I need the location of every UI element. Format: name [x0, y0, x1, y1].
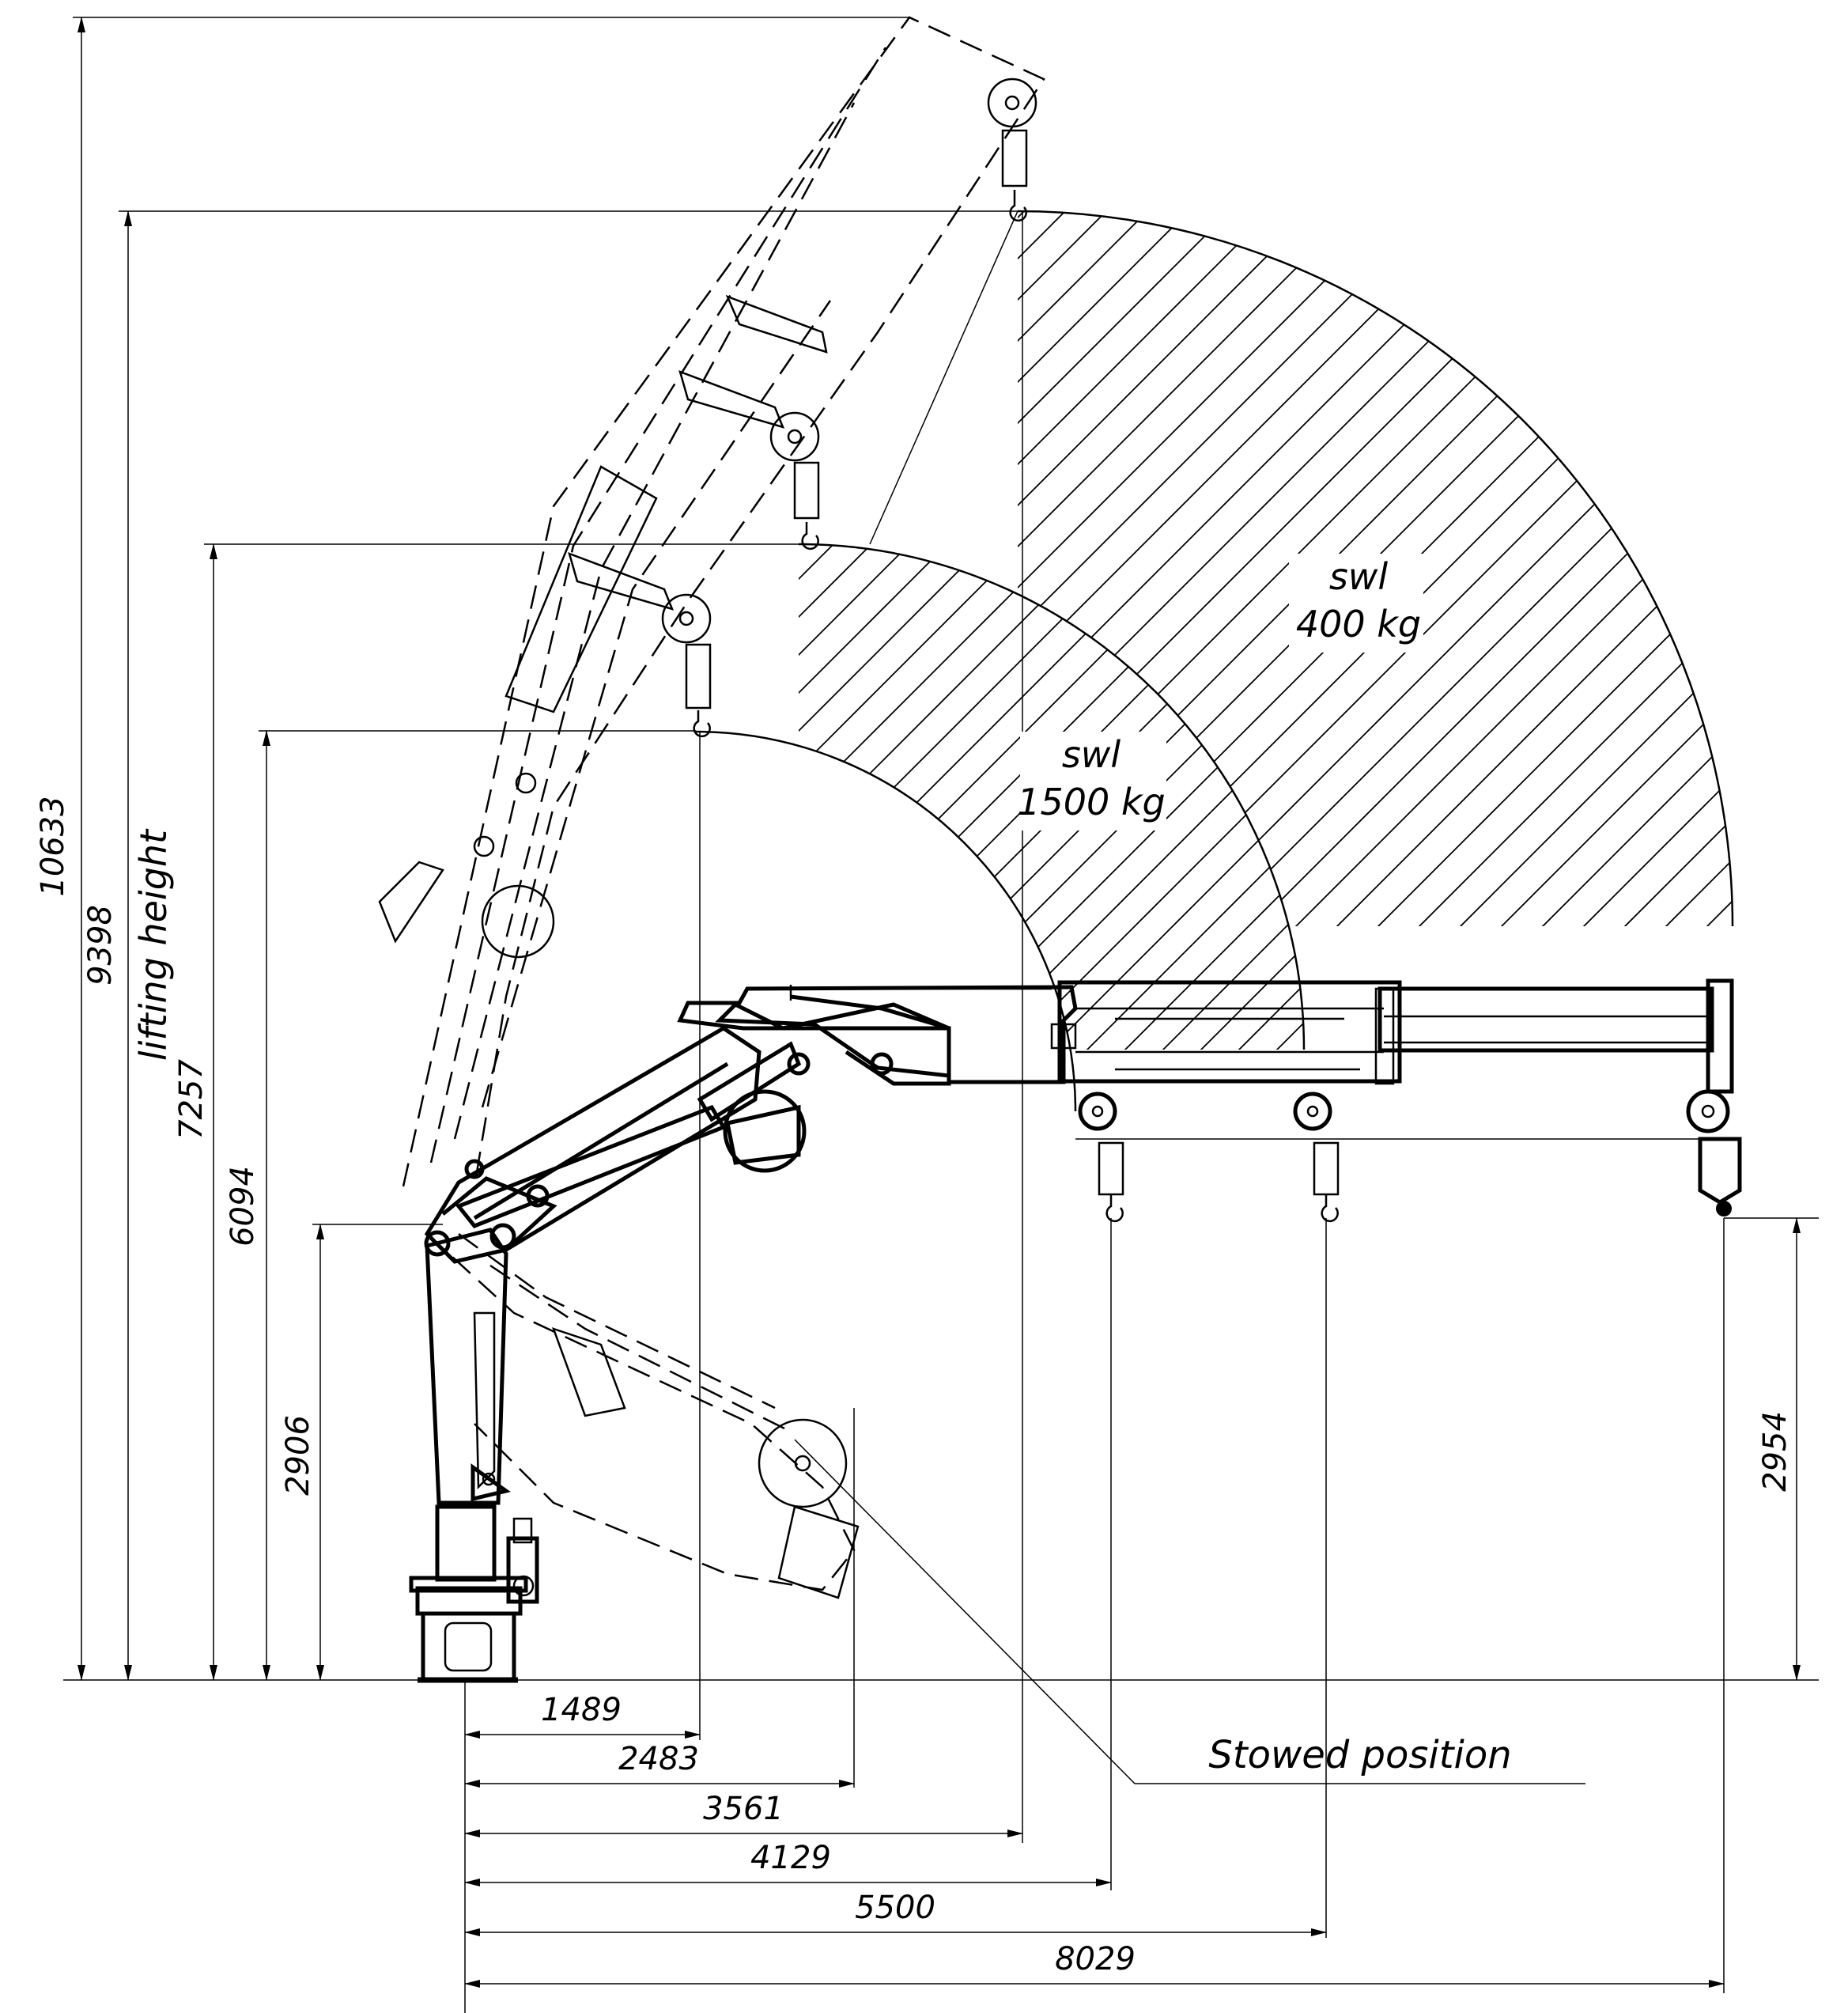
hatch-line [799, 544, 1016, 1050]
dim-6094: 6094 [225, 1166, 261, 1247]
hatch-line [799, 544, 1092, 1050]
hatch-line [1527, 211, 1733, 926]
hatch-line [1018, 211, 1244, 926]
hatch-line [1362, 211, 1733, 926]
horizontal-dimensions [464, 1731, 1725, 1988]
swl-inner-title: swl [1062, 733, 1121, 776]
crane-main [409, 978, 1742, 1683]
hatch-line [1018, 211, 1367, 926]
working-range [0, 198, 1848, 1147]
hatch-line [1018, 211, 1408, 926]
dim-9398: 9398 [82, 905, 119, 986]
stowed-position-callout: Stowed position [794, 1439, 1585, 1784]
hatch-line [1018, 211, 1203, 926]
raised-hook-top [987, 78, 1037, 222]
hatch-line [1280, 211, 1733, 926]
hatch-line [103, 514, 712, 1123]
hatch-line [799, 544, 902, 1050]
hatch-line [799, 544, 1054, 1050]
hatch-line [1774, 198, 1848, 1147]
hatch-line [1034, 211, 1733, 926]
hatch-line [1733, 198, 1848, 1147]
hatch-line [1691, 211, 1733, 926]
slewing-motor [506, 1517, 539, 1604]
crane-raised-position [378, 16, 1045, 1187]
crane-stowed-position [426, 1232, 860, 1599]
tip-hook [1686, 1089, 1742, 1217]
stowed-position-label: Stowed position [1208, 1733, 1511, 1777]
hatch-line [1486, 211, 1733, 926]
swl-inner-value: 1500 kg [1017, 781, 1166, 823]
dim-7257: 7257 [173, 1059, 210, 1140]
hatch-line [1018, 211, 1733, 926]
dim-5500: 5500 [855, 1890, 935, 1926]
hatch-line [1013, 544, 1304, 1050]
vertical-dimensions [77, 17, 1801, 1681]
main-cylinder [455, 1041, 807, 1229]
core-zone-mask [696, 732, 1075, 1111]
raised-hook-low [661, 593, 712, 738]
hatch-line [1157, 211, 1733, 926]
crane-column [425, 1228, 511, 1505]
hatch-line [1018, 211, 1491, 926]
dim-2954: 2954 [1757, 1411, 1793, 1492]
swl-outer-title: swl [1329, 555, 1389, 598]
dimension-labels: 10633 9398 lifting height 7257 6094 2906… [35, 796, 1793, 1977]
dim-3561: 3561 [703, 1791, 784, 1827]
hatch-line [1075, 211, 1733, 926]
hatch-line [1089, 544, 1304, 1050]
hatch-line [799, 544, 940, 1050]
dim-4129: 4129 [750, 1840, 831, 1876]
raised-hook-mid [769, 411, 820, 551]
swl-outer-value: 400 kg [1296, 603, 1421, 645]
hatch-line [1018, 211, 1733, 926]
hook-5500 [1078, 1092, 1124, 1223]
hatch-line [1445, 211, 1733, 926]
hatch-line [1127, 544, 1304, 1050]
hatch-line [1239, 211, 1733, 926]
dim-10633: 10633 [35, 796, 71, 896]
hatch-line [1165, 544, 1304, 1050]
dim-8029: 8029 [1055, 1941, 1136, 1977]
dim-2906: 2906 [280, 1415, 316, 1496]
dim-1489: 1489 [541, 1692, 622, 1728]
inner-boom [424, 1026, 761, 1264]
swl-labels: swl 400 kg swl 1500 kg [1017, 554, 1423, 831]
hatch-line [0, 198, 791, 1147]
hatch-line [1404, 211, 1733, 926]
hatch-line [1609, 211, 1733, 926]
telescopic-boom [677, 978, 1734, 1094]
hatch-line [1051, 544, 1304, 1050]
outer-arc [1017, 210, 1734, 927]
hatch-line [799, 544, 978, 1050]
hook-8029 [1293, 1092, 1340, 1223]
hatch-line [1116, 211, 1733, 926]
hatch-line [1018, 211, 1326, 926]
lifting-height-label: lifting height [132, 828, 175, 1061]
middle-arc [798, 543, 1306, 1050]
dim-2483: 2483 [618, 1741, 699, 1777]
hatch-line [1650, 211, 1733, 926]
hatch-line [1018, 211, 1285, 926]
hatch-line [1018, 211, 1449, 926]
range-diagonal [869, 210, 1018, 545]
extension-lines [63, 17, 1819, 2013]
hatch-line [1198, 211, 1733, 926]
